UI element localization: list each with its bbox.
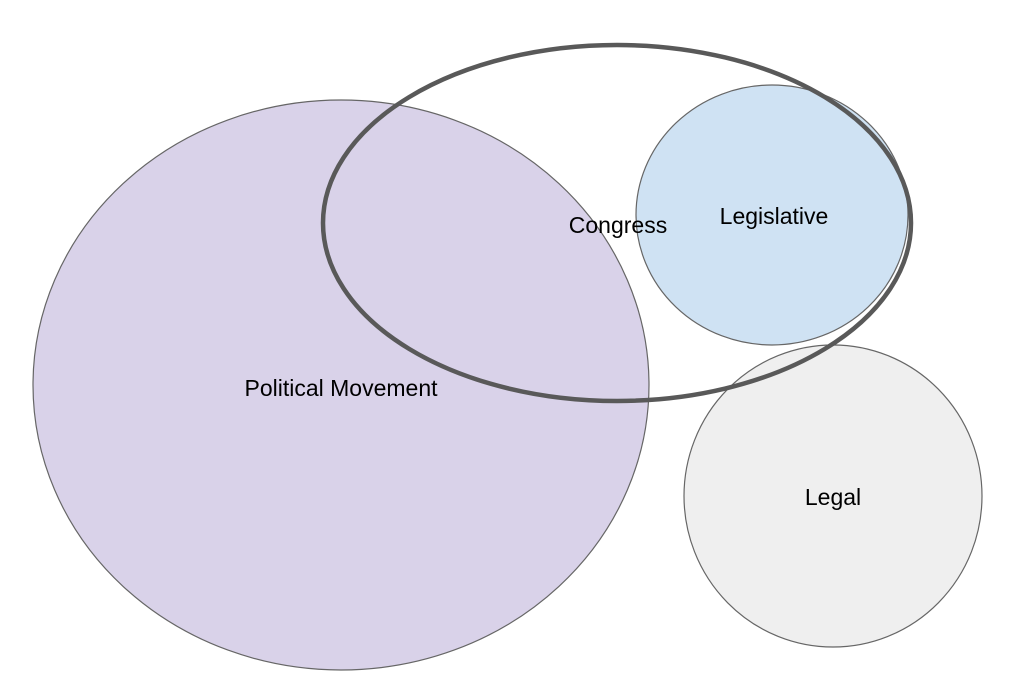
congress-label: Congress (569, 212, 667, 238)
political-movement-label: Political Movement (244, 375, 438, 401)
legislative-label: Legislative (720, 203, 829, 229)
congress-ellipse (320, 42, 914, 404)
legal-label: Legal (805, 484, 861, 510)
legislative-ellipse (635, 84, 909, 346)
political-movement-ellipse (32, 99, 650, 671)
